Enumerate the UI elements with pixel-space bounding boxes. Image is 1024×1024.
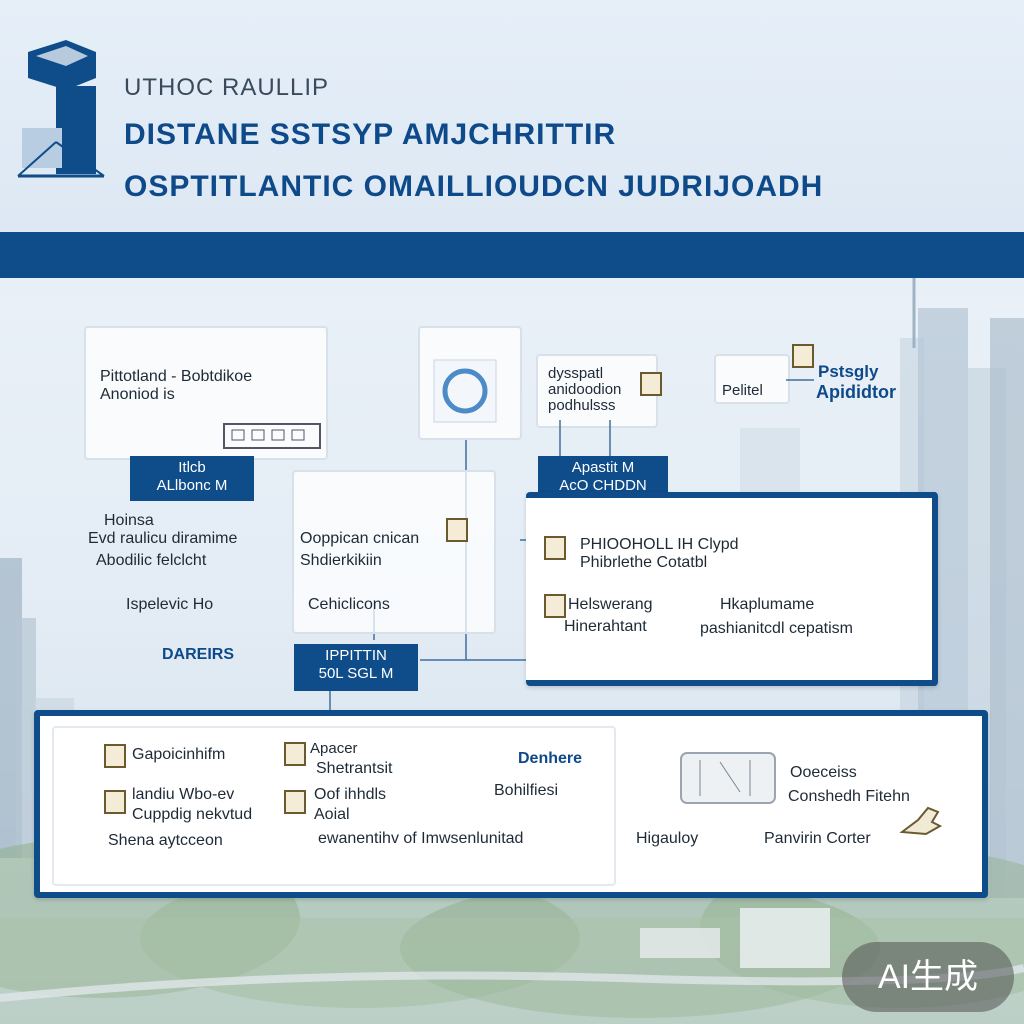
right-panel [526,492,938,686]
left-section-heading: Hoinsa [104,512,154,529]
center-item-2: Shdierkikiin [300,552,382,569]
center-item-1: Ooppican cnican [300,530,420,547]
top-right-label-2: Apididtor [816,382,896,402]
document-icon-center [446,518,468,542]
bottom-col2-item-1: Apacer [310,740,358,757]
left-item-2: Abodilic felclcht [96,552,207,569]
bottom-center-line: ewanentihv of Imwsenlunitad [318,830,524,847]
bottom-col2-item-4: Aoial [314,806,350,823]
bottom-col1-item-1: Gapoicinhifm [132,746,226,763]
left-item-3: Ispelevic Ho [126,596,214,613]
left-tag-line-1: Itlcb [178,459,206,476]
header-band [0,232,1024,278]
mid-tag-line-2: AcO CHDDN [559,477,647,494]
bottom-col5-item-1: Ooeceiss [790,764,857,781]
header-title-line-2: OSPTITLANTIC OMAILLIOUDCN JUDRIJOADH [124,170,824,203]
right-item-5: Hkaplumame [720,596,815,613]
clipboard-icon [544,536,566,560]
right-item-6: pashianitcdl cepatism [700,620,853,637]
bottom-panel-inner [52,726,616,886]
sketch-image-icon [680,752,776,804]
left-section-bottom: DAREIRS [162,646,235,663]
bottom-col5-item-3: Panvirin Corter [764,830,871,847]
header-title-line-1: DISTANE SSTSYP AMJCHRITTIR [124,118,617,151]
bottom-col5-item-2: Conshedh Fitehn [788,788,910,805]
mid-tag: Apastit M AcO CHDDN [538,456,668,499]
bottom-col3-title: Denhere [518,750,583,767]
bottom-tag-line-1: IPPITTIN [325,647,387,664]
mid-tag-line-1: Apastit M [571,459,635,476]
doc-icon-b3 [284,742,306,766]
center-card [292,470,496,634]
bottom-col1-item-3: Cuppdig nekvtud [132,806,253,823]
doc-icon-b1 [104,744,126,768]
top-center-note [536,354,658,428]
bottom-col1-item-2: landiu Wbo-ev [132,786,235,803]
bottom-col3-item: Bohilfiesi [494,782,559,799]
circle-gauge-icon [433,359,497,423]
building-sketch-icon [223,423,321,449]
top-right-label-1: Pstsgly [818,362,879,381]
left-item-1: Evd raulicu diramime [88,530,238,547]
folder-icon [544,594,566,618]
right-item-3: Helswerang [568,596,653,613]
header [0,0,1024,232]
bottom-tag: IPPITTIN 50L SGL M [294,644,418,691]
document-icon [640,372,662,396]
bottom-col2-item-3: Oof ihhdls [314,786,387,803]
left-tag: Itlcb ALlbonc M [130,456,254,501]
right-item-2: Phibrlethe Cotatbl [580,554,708,571]
logo-icon [17,40,105,178]
doc-icon-b4 [284,790,306,814]
hand-pointer-icon [899,806,943,836]
bottom-tag-line-2: 50L SGL M [318,665,394,682]
center-item-3: Cehiclicons [308,596,390,613]
right-item-1: PHIOOHOLL IH Clypd [580,536,739,553]
top-left-card-text: Pittotland - Bobtdikoe Anoniod is [100,368,253,403]
doc-icon-b2 [104,790,126,814]
bottom-col4-item: Higauloy [636,830,699,847]
right-item-4: Hinerahtant [564,618,647,635]
ai-generated-badge: AI生成 [842,942,1014,1012]
bottom-col1-item-4: Shena aytcceon [108,832,223,849]
bottom-col2-item-2: Shetrantsit [316,760,393,777]
lock-icon [792,344,814,368]
header-subtitle: UTHOC RAULLIP [124,74,330,101]
top-center-note-text: dysspatl anidoodion podhulsss [548,365,622,414]
left-tag-line-2: ALlbonc M [156,477,228,494]
top-right-card [714,354,790,404]
top-right-card-small: Pelitel [722,382,763,399]
